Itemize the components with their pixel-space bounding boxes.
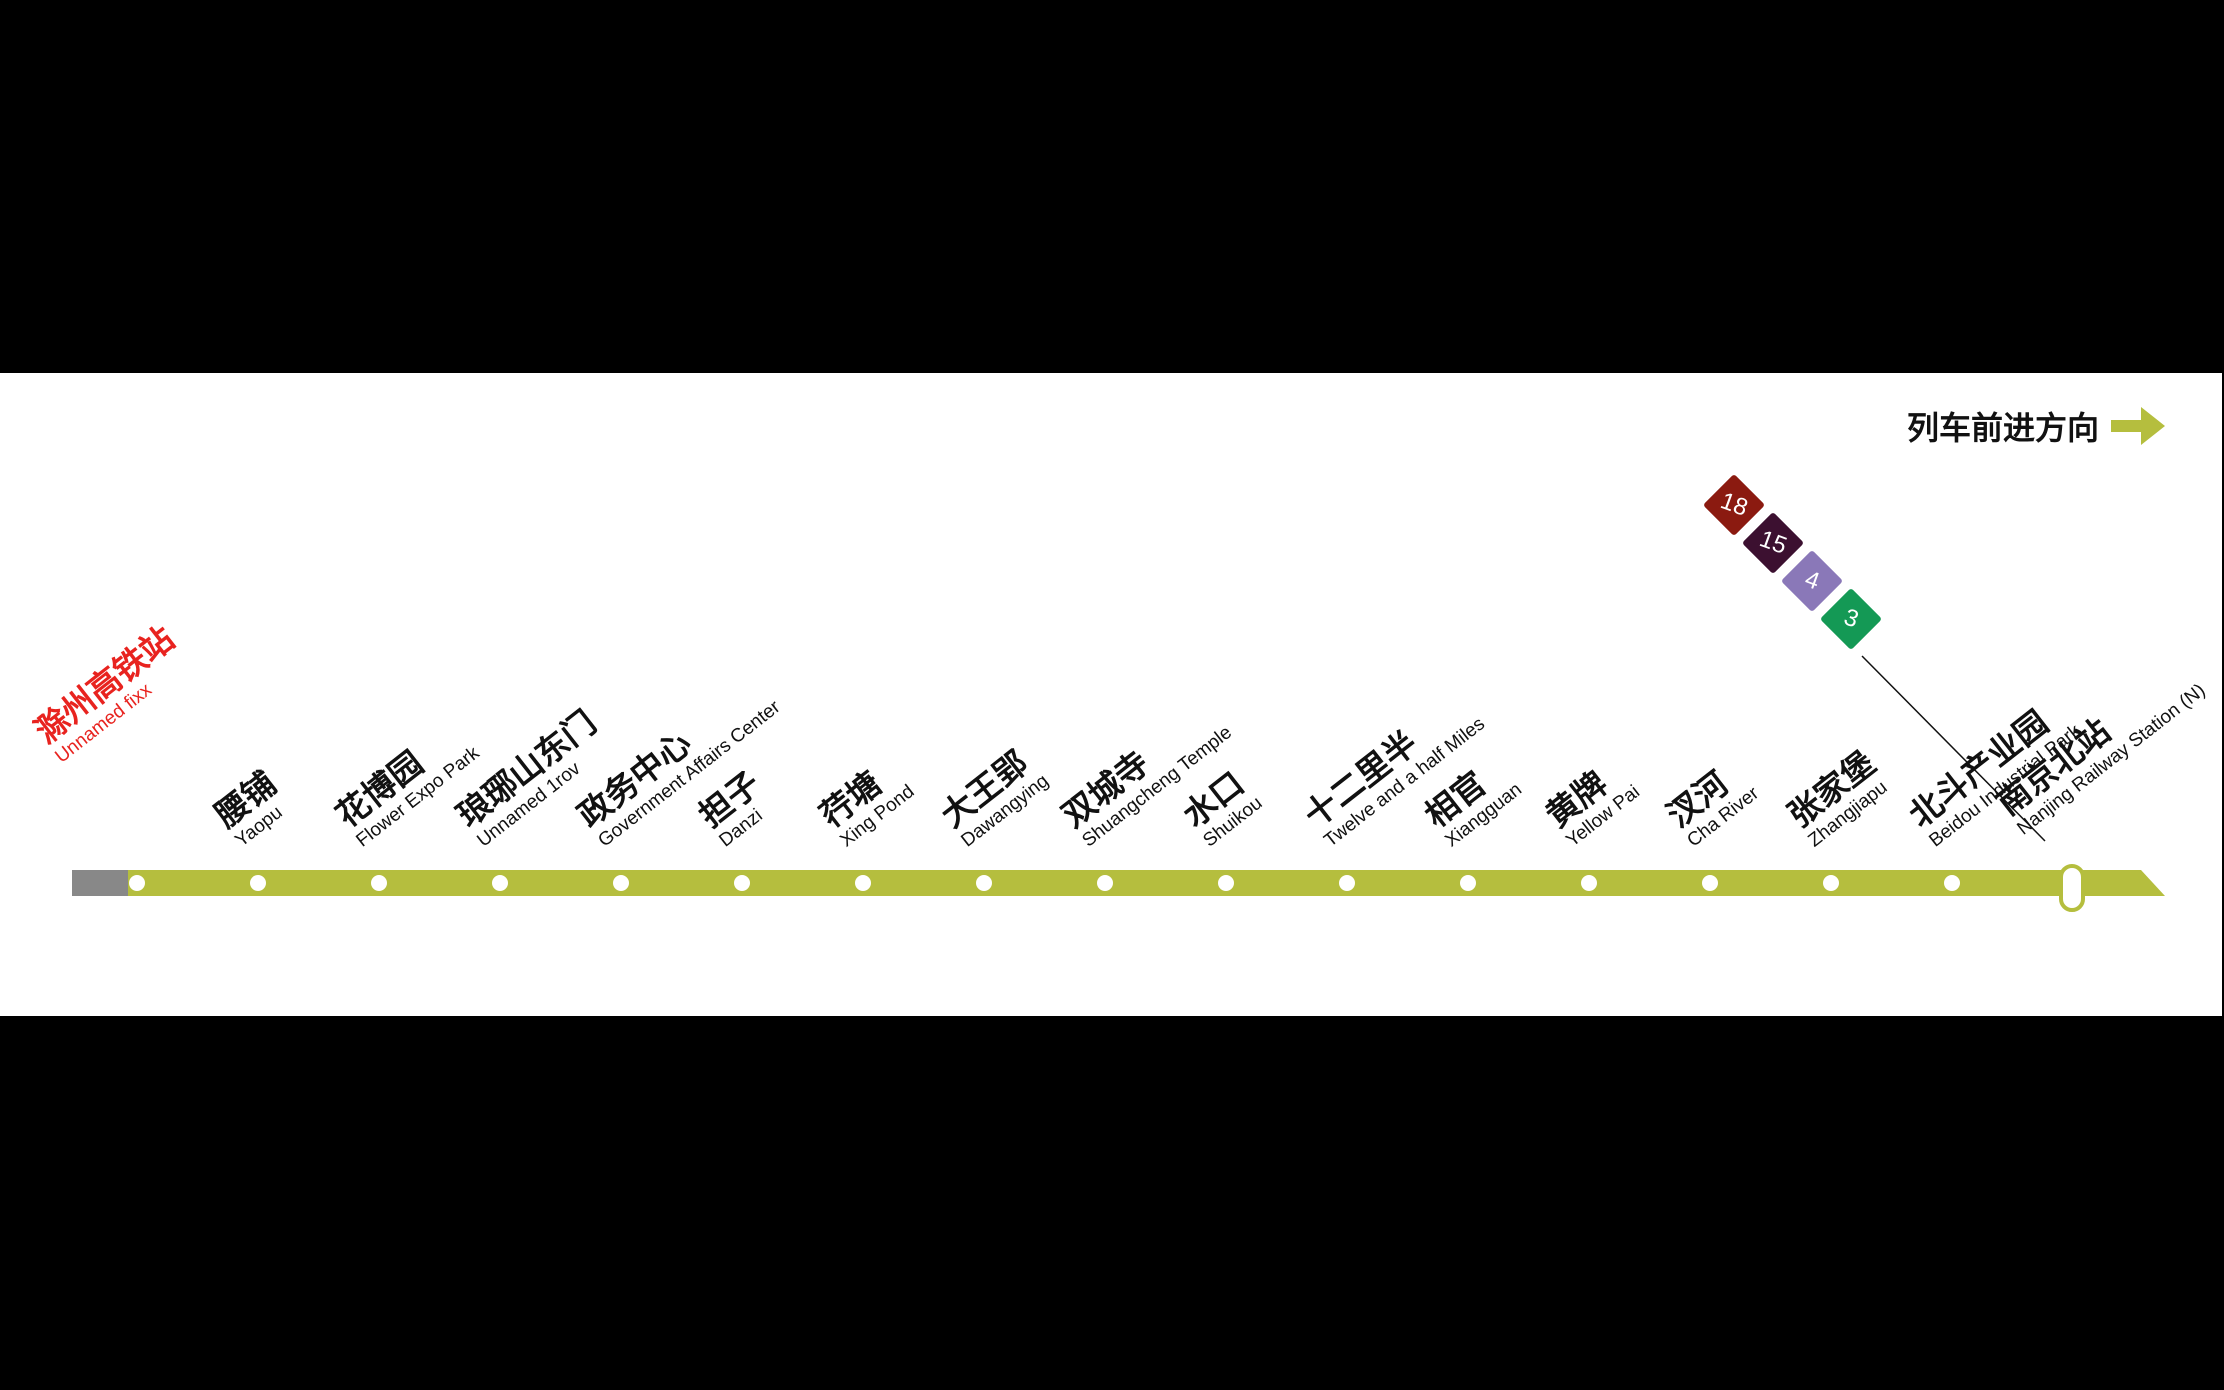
terminus-dot [129, 875, 145, 891]
station-dot [1097, 875, 1113, 891]
station-dot [1702, 875, 1718, 891]
station-dot [613, 875, 629, 891]
station-dot [976, 875, 992, 891]
route-line [128, 870, 2165, 896]
station-dot [1823, 875, 1839, 891]
station-dot [855, 875, 871, 891]
route-diagram [72, 655, 2165, 912]
transfer-station-marker [2059, 864, 2085, 912]
station-dot [250, 875, 266, 891]
station-dot [1581, 875, 1597, 891]
direction-indicator: 列车前进方向 [1907, 403, 2167, 449]
station-dot [734, 875, 750, 891]
station-dot [1460, 875, 1476, 891]
station-dot [371, 875, 387, 891]
station-dot [1339, 875, 1355, 891]
station-dots [129, 864, 2085, 912]
station-dot [1944, 875, 1960, 891]
arrow-right-icon [2111, 407, 2165, 445]
station-dot [1218, 875, 1234, 891]
station-dot [492, 875, 508, 891]
direction-label: 列车前进方向 [1906, 409, 2099, 447]
inactive-segment [72, 870, 132, 896]
transfer-leader-line [1861, 655, 2046, 842]
